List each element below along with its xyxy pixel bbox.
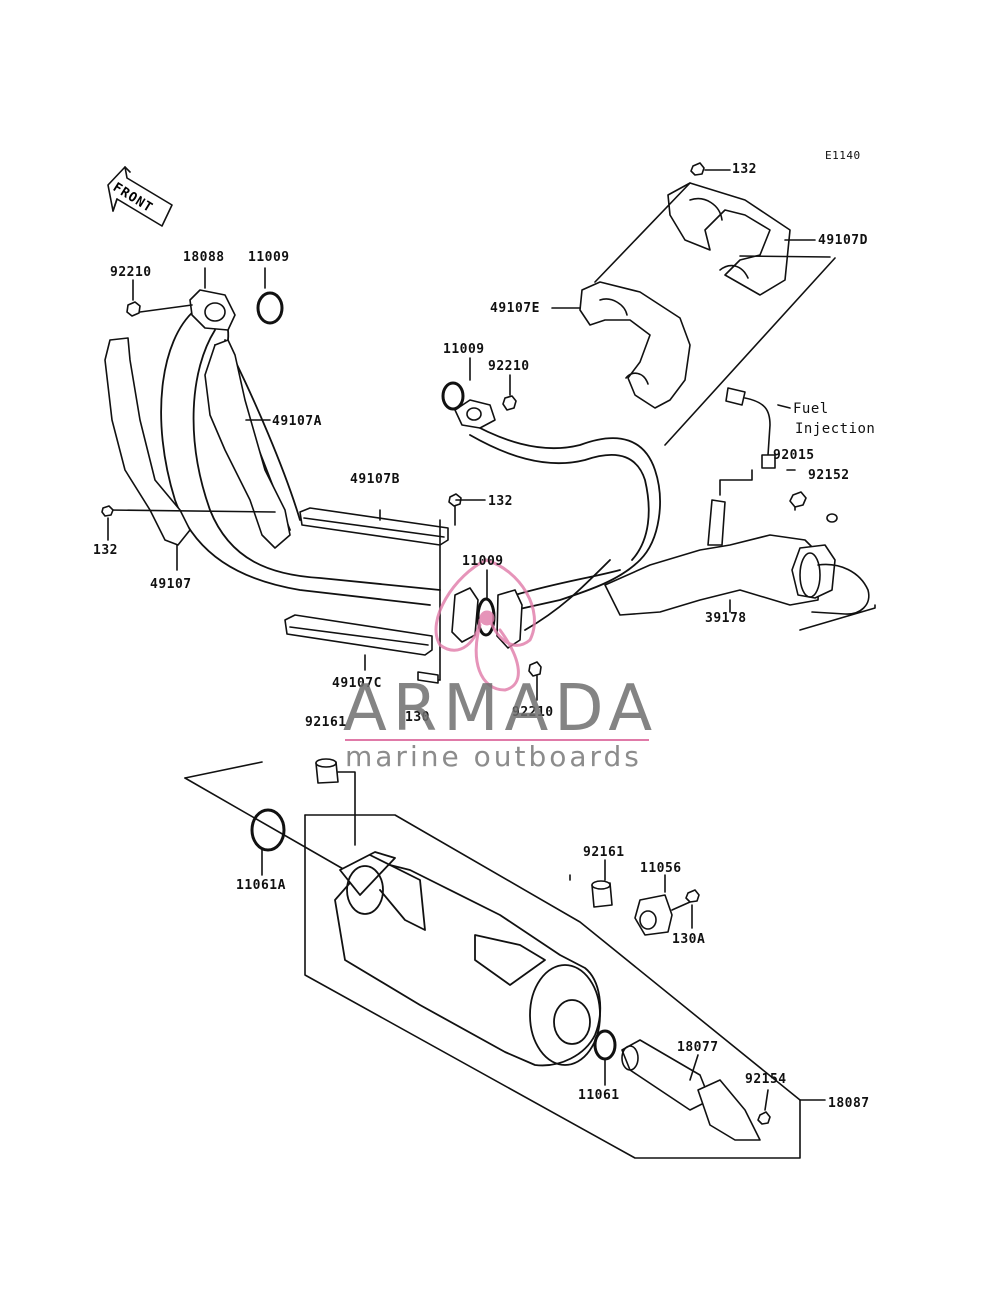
- leader-line: [689, 1054, 699, 1081]
- watermark-brand: ARMADA: [343, 672, 659, 746]
- part-label-92161-left[interactable]: 92161: [305, 715, 347, 730]
- heat-shield-49107D: [667, 182, 791, 296]
- heat-shield-49107E: [579, 281, 691, 409]
- part-label-18077[interactable]: 18077: [677, 1040, 719, 1055]
- fuel-injection-line1: Fuel: [793, 401, 829, 417]
- part-label-49107[interactable]: 49107: [150, 577, 192, 592]
- leader-line: [304, 814, 801, 1101]
- part-label-39178[interactable]: 39178: [705, 611, 747, 626]
- tailpipe-18077: [621, 1039, 761, 1141]
- part-label-92210-mid[interactable]: 92210: [488, 359, 530, 374]
- part-label-92152[interactable]: 92152: [808, 468, 850, 483]
- part-label-92154[interactable]: 92154: [745, 1072, 787, 1087]
- part-label-49107B[interactable]: 49107B: [350, 472, 400, 487]
- leader-line: [764, 1089, 769, 1111]
- leader-line: [719, 469, 753, 496]
- gasket-11009-top: [256, 291, 284, 325]
- stud-130: [417, 671, 439, 684]
- part-label-92210-left[interactable]: 92210: [110, 265, 152, 280]
- gasket-11009-mid: [441, 381, 465, 411]
- bolt-132-left: [101, 505, 114, 517]
- leader-line: [739, 255, 831, 258]
- flange-upper: [454, 399, 496, 429]
- bolt-132-mid: [448, 493, 462, 526]
- nut-92210-left: [126, 301, 141, 317]
- collar-92161-left: [315, 758, 339, 784]
- nut-92210-bottom: [528, 661, 542, 677]
- leader-line: [799, 604, 876, 631]
- part-label-11061A[interactable]: 11061A: [236, 878, 286, 893]
- front-arrow-icon: [107, 166, 173, 227]
- part-label-11009-mid[interactable]: 11009: [443, 342, 485, 357]
- heat-shield-49107: [104, 337, 191, 546]
- part-label-49107C[interactable]: 49107C: [332, 676, 382, 691]
- leader-line: [594, 182, 691, 283]
- leader-line: [337, 771, 356, 846]
- part-label-49107A[interactable]: 49107A: [272, 414, 322, 429]
- part-label-18087[interactable]: 18087: [828, 1096, 870, 1111]
- part-label-11056[interactable]: 11056: [640, 861, 682, 876]
- part-label-49107D[interactable]: 49107D: [818, 233, 868, 248]
- screw-92154: [757, 1111, 771, 1125]
- part-label-11009-top[interactable]: 11009: [248, 250, 290, 265]
- part-label-18088[interactable]: 18088: [183, 250, 225, 265]
- heat-shield-49107C: [284, 614, 433, 656]
- part-label-132-top[interactable]: 132: [732, 162, 757, 177]
- clamp-11056: [634, 894, 673, 936]
- nut-92210-mid: [502, 395, 517, 411]
- part-label-92015[interactable]: 92015: [773, 448, 815, 463]
- leader-line: [304, 814, 801, 1159]
- part-label-130[interactable]: 130: [405, 710, 430, 725]
- part-label-132-mid[interactable]: 132: [488, 494, 513, 509]
- collar-92161-right: [591, 880, 613, 908]
- fuel-injection-line2: Injection: [795, 421, 876, 437]
- bolt-132-top: [690, 162, 705, 176]
- gasket-11061: [593, 1029, 617, 1061]
- catalyst-39178: [604, 499, 870, 616]
- washer-92152: [826, 513, 838, 523]
- armada-propeller-logo: [434, 558, 536, 692]
- flange-18088: [189, 289, 236, 331]
- heat-shield-49107A: [204, 339, 291, 549]
- leader-line: [107, 509, 276, 513]
- leader-line: [664, 257, 836, 446]
- nut-92015: [789, 491, 807, 508]
- part-label-132-left[interactable]: 132: [93, 543, 118, 558]
- leader-line: [139, 304, 193, 313]
- muffler-body: [334, 851, 602, 1067]
- part-label-11061[interactable]: 11061: [578, 1088, 620, 1103]
- leader-line: [184, 761, 263, 779]
- watermark-divider: [345, 739, 649, 741]
- part-label-92210-bottom[interactable]: 92210: [512, 705, 554, 720]
- heat-shield-49107B: [299, 507, 449, 546]
- watermark-tagline: marine outboards: [345, 740, 642, 773]
- leader-line: [671, 901, 691, 911]
- bolt-130A: [685, 889, 700, 903]
- gasket-11061A: [250, 808, 286, 852]
- o2-sensor: [725, 387, 791, 469]
- part-label-130A[interactable]: 130A: [672, 932, 706, 947]
- part-label-92161-right[interactable]: 92161: [583, 845, 625, 860]
- part-label-11009-center[interactable]: 11009: [462, 554, 504, 569]
- part-label-49107E[interactable]: 49107E: [490, 301, 540, 316]
- diagram-code: E1140: [825, 149, 861, 162]
- leader-line: [184, 777, 346, 871]
